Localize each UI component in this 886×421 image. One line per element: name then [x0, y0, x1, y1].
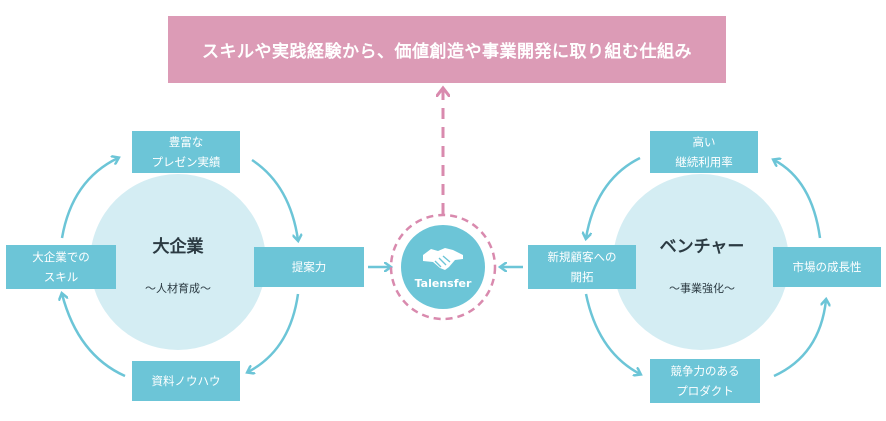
box-competitive-product: 競争力のある プロダクト [650, 359, 760, 403]
arrow-right-left-to-bottom [584, 293, 640, 374]
box-document-knowhow: 資料ノウハウ [132, 361, 240, 401]
enterprise-title: 大企業 [152, 237, 204, 257]
box-line: 市場の成長性 [792, 260, 862, 274]
box-line: 大企業での [32, 250, 90, 264]
talensfer-hub: Talensfer [401, 225, 485, 309]
arrow-right-bottom-to-right [773, 300, 826, 378]
venture-subtitle: 〜事業強化〜 [669, 282, 735, 295]
hub-dashed-ring [389, 213, 497, 321]
box-line: 開拓 [570, 270, 594, 284]
box-line: 資料ノウハウ [151, 374, 221, 388]
box-high-retention: 高い 継続利用率 [650, 131, 758, 173]
box-new-client-development: 新規顧客への 開拓 [528, 245, 636, 289]
box-line: プロダクト [676, 384, 734, 398]
handshake-icon [423, 247, 463, 270]
hub-label: Talensfer [414, 276, 472, 290]
arrow-left-top-to-right [251, 158, 298, 240]
box-line: 新規顧客への [547, 250, 617, 264]
arrow-right-top-to-left [586, 156, 641, 238]
box-line: 競争力のある [670, 364, 740, 378]
arrow-left-left-to-top [60, 158, 118, 239]
box-line: 高い [692, 135, 716, 149]
box-enterprise-skills: 大企業での スキル [6, 245, 116, 289]
box-line: プレゼン実績 [151, 155, 221, 169]
banner: スキルや実践経験から、価値創造や事業開発に取り組む仕組み [168, 16, 726, 83]
box-rich-presentation: 豊富な プレゼン実績 [132, 131, 240, 173]
venture-circle [613, 174, 789, 350]
box-line: 豊富な [168, 135, 204, 149]
enterprise-circle [90, 174, 266, 350]
arrow-left-bottom-to-left [62, 294, 126, 378]
arrow-left-right-to-bottom [248, 293, 300, 372]
box-line: スキル [43, 270, 79, 284]
box-proposal-power: 提案力 [254, 247, 364, 287]
box-line: 継続利用率 [675, 155, 733, 169]
venture-title: ベンチャー [659, 237, 745, 257]
enterprise-subtitle: 〜人材育成〜 [145, 282, 211, 295]
arrow-right-right-to-top [774, 160, 822, 239]
box-line: 提案力 [291, 260, 327, 274]
box-market-growth: 市場の成長性 [773, 247, 881, 287]
